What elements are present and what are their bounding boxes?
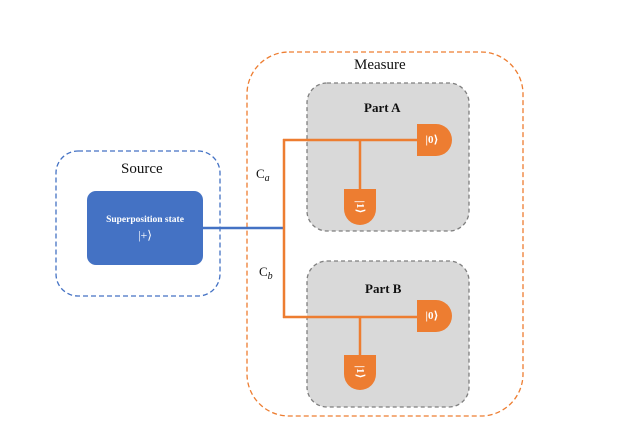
part-a-gate-right-shape: [417, 124, 452, 156]
superposition-state-label: Superposition state: [106, 215, 184, 225]
part-a-gate-right-label: |0⟩: [425, 134, 439, 146]
measure-container: [246, 51, 524, 417]
part-b-title: Part B: [365, 281, 402, 296]
plus-state-label: |+⟩: [138, 228, 152, 242]
channel-b-label: Cb: [259, 264, 273, 282]
source-title: Source: [121, 161, 163, 177]
source-container: [55, 150, 221, 297]
channel-a-label: Ca: [256, 166, 270, 184]
part-a-gate-down-shape: [344, 189, 376, 225]
measure-title: Measure: [354, 57, 406, 73]
part-b-gate-right-shape: [417, 300, 452, 332]
channel-lines: [282, 138, 418, 355]
part-a-gate-down-label: |1⟩: [354, 200, 366, 214]
part-b-gate-down-shape: [344, 355, 376, 390]
superposition-state-box: Superposition state |+⟩: [87, 191, 203, 265]
part-b-gate-right-label: |0⟩: [425, 310, 439, 322]
part-b-gate-down-label: |1⟩: [354, 365, 366, 379]
part-a-title: Part A: [364, 100, 401, 115]
